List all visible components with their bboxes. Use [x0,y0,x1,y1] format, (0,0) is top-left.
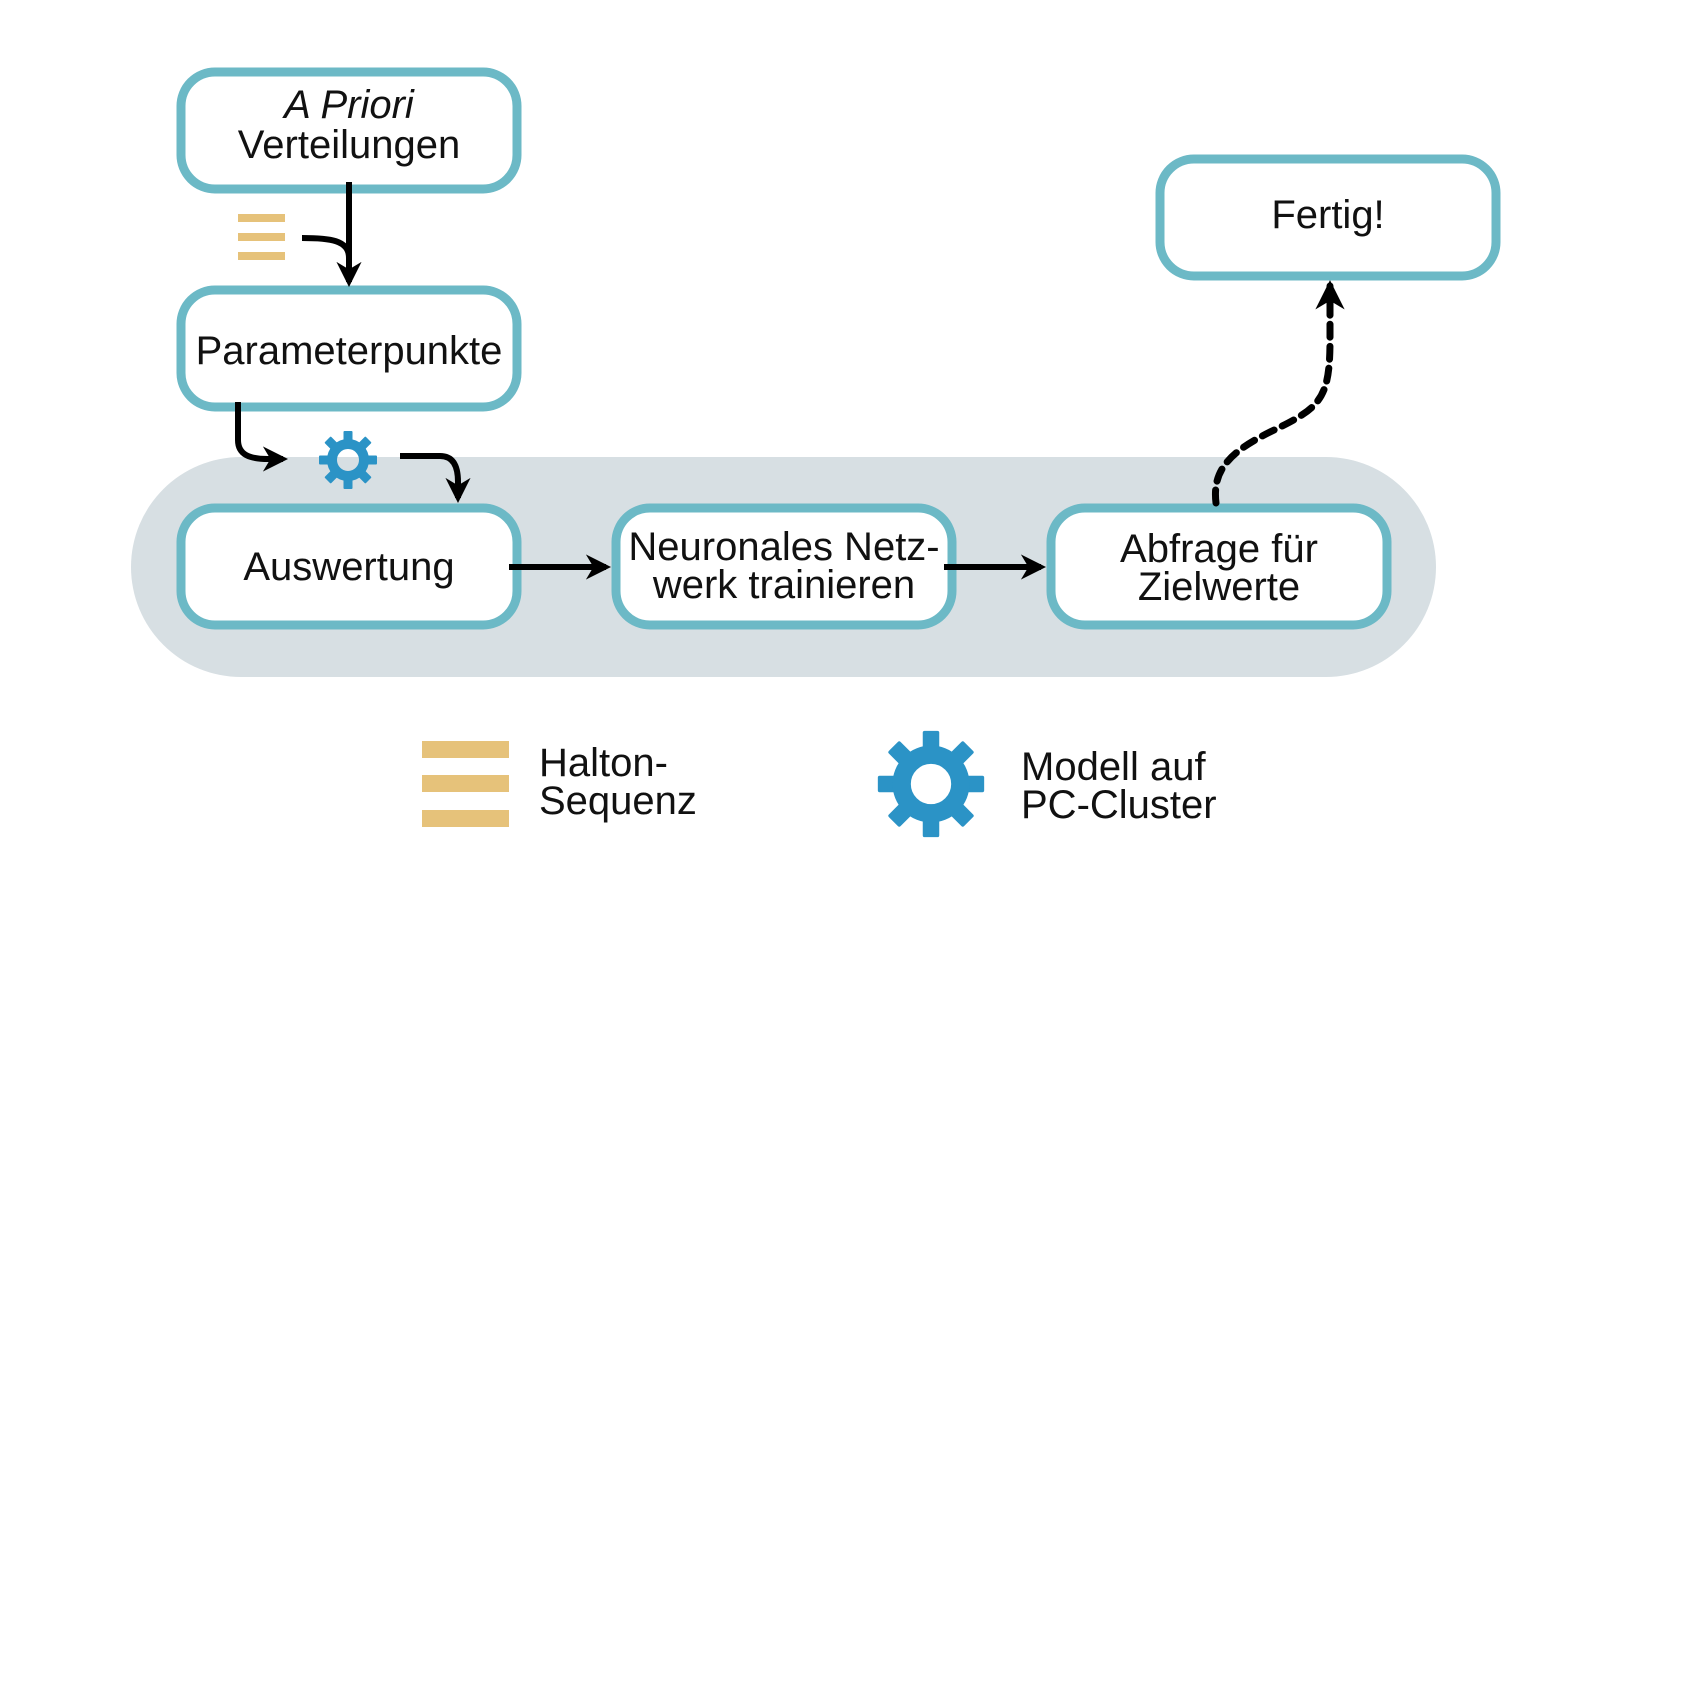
node-auswertung-label: Auswertung [243,545,454,589]
arrow-abfrage-to-fertig-dashed [1211,280,1345,507]
arrow-gear-to-auswertung [400,453,471,504]
node-parameterpunkte-label: Parameterpunkte [196,329,503,373]
node-netz-line1: Neuronales Netz- [628,525,939,569]
node-parameterpunkte: Parameterpunkte [176,285,522,412]
legend-halton-line1: Halton- [539,741,668,785]
legend-halton: Halton- Sequenz [422,741,697,827]
legend-gear-icon [878,731,984,837]
node-priori-line2: Verteilungen [238,123,460,167]
legend-cluster: Modell auf PC-Cluster [878,731,1217,837]
node-priori: A Priori Verteilungen [176,67,522,194]
node-netz-line2: werk trainieren [652,563,915,607]
arrow-halton-merge [301,235,352,259]
node-abfrage-line2: Zielwerte [1138,565,1300,609]
node-fertig: Fertig! [1155,154,1501,281]
node-fertig-label: Fertig! [1271,193,1384,237]
node-abfrage: Abfrage für Zielwerte [1046,503,1392,630]
legend-halton-icon [422,741,509,827]
node-abfrage-line1: Abfrage für [1120,527,1318,571]
halton-sequence-icon [238,214,285,260]
legend-cluster-line1: Modell auf [1021,745,1206,789]
legend-halton-line2: Sequenz [539,779,697,823]
node-netz-trainieren: Neuronales Netz- werk trainieren [611,503,957,630]
node-auswertung: Auswertung [176,503,522,630]
node-priori-line1: A Priori [282,83,415,127]
arrow-parameter-to-gear [235,402,289,472]
legend-cluster-line2: PC-Cluster [1021,783,1217,827]
